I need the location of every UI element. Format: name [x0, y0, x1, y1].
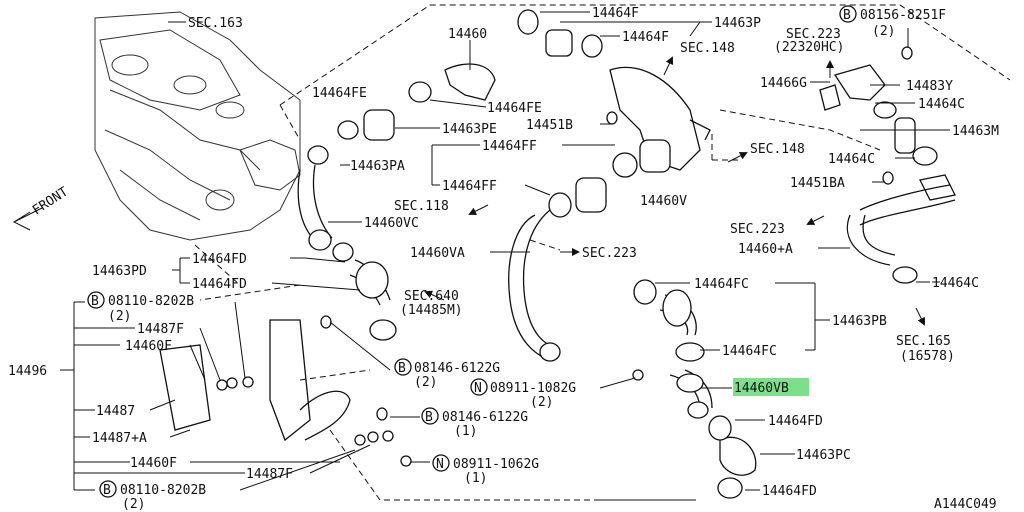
- label-14464FD-a[interactable]: 14464FD: [192, 252, 247, 267]
- label-nut-08911-b-qty: (1): [464, 471, 487, 486]
- assembly-outline: [194, 4, 1011, 501]
- label-14463PA[interactable]: 14463PA: [350, 159, 405, 174]
- label-14463PC[interactable]: 14463PC: [796, 448, 851, 463]
- label-14487F-a[interactable]: 14487F: [137, 322, 184, 337]
- part-labels: SEC.163 14460 14464F 14463P 14464F SEC.1…: [8, 6, 999, 512]
- label-14460F-b[interactable]: 14460F: [130, 456, 177, 471]
- direction-arrows: [12, 56, 940, 326]
- engine-block-drawing: [94, 11, 301, 241]
- pipe-drawings: [159, 66, 956, 476]
- label-nut-08911-a[interactable]: 08911-1082G: [490, 381, 576, 396]
- label-sec165-sub[interactable]: (16578): [900, 349, 955, 364]
- label-14464FF-b[interactable]: 14464FF: [442, 179, 497, 194]
- label-bolt-08146-b[interactable]: 08146-6122G: [442, 410, 528, 425]
- label-sec223-a[interactable]: SEC.223: [786, 27, 841, 42]
- circle-markers: B B B N B N B: [87, 5, 857, 498]
- label-14464F-mid[interactable]: 14464F: [622, 30, 669, 45]
- label-14460V[interactable]: 14460V: [640, 194, 687, 209]
- label-14464FD-d[interactable]: 14464FD: [762, 484, 817, 499]
- label-14460A[interactable]: 14460+A: [738, 242, 793, 257]
- label-sec223-a-sub[interactable]: (22320HC): [774, 40, 844, 55]
- label-bolt-08110-b-qty: (2): [122, 497, 145, 512]
- bolt-marker: B: [91, 294, 99, 309]
- label-bolt-08146-a[interactable]: 08146-6122G: [414, 361, 500, 376]
- label-14464FD-b[interactable]: 14464FD: [192, 277, 247, 292]
- bolt-marker: B: [398, 361, 406, 376]
- label-14463PB[interactable]: 14463PB: [832, 314, 887, 329]
- label-14487A[interactable]: 14487+A: [92, 431, 147, 446]
- label-14463M[interactable]: 14463M: [952, 124, 999, 139]
- label-14464F-top[interactable]: 14464F: [592, 6, 639, 21]
- bolt-marker: B: [843, 8, 851, 23]
- label-bolt-08110-b[interactable]: 08110-8202B: [120, 483, 206, 498]
- label-14464C-b[interactable]: 14464C: [828, 152, 875, 167]
- label-14464FE-b[interactable]: 14464FE: [487, 101, 542, 116]
- label-14483Y[interactable]: 14483Y: [906, 79, 953, 94]
- label-14460VA[interactable]: 14460VA: [410, 246, 465, 261]
- bolt-marker: B: [425, 410, 433, 425]
- label-sec223-b[interactable]: SEC.223: [730, 222, 785, 237]
- clamp-drawings: [216, 9, 938, 499]
- nut-marker: N: [474, 381, 482, 396]
- label-front: FRONT: [30, 184, 71, 218]
- label-sec640[interactable]: SEC.640: [404, 289, 459, 304]
- bolt-marker: B: [103, 483, 111, 498]
- label-14464FE-a[interactable]: 14464FE: [312, 86, 367, 101]
- label-14496[interactable]: 14496: [8, 364, 47, 379]
- label-nut-08911-a-qty: (2): [530, 395, 553, 410]
- label-14451B[interactable]: 14451B: [526, 118, 573, 133]
- label-sec223-c[interactable]: SEC.223: [582, 246, 637, 261]
- label-14460VC[interactable]: 14460VC: [364, 216, 419, 231]
- label-14464FF-a[interactable]: 14464FF: [482, 139, 537, 154]
- label-14460VB[interactable]: 14460VB: [734, 381, 789, 396]
- label-bolt-08156-qty: (2): [872, 24, 895, 39]
- label-sec148-b[interactable]: SEC.148: [750, 142, 805, 157]
- label-sec640-sub[interactable]: (14485M): [400, 303, 463, 318]
- label-14460F-a[interactable]: 14460F: [125, 339, 172, 354]
- label-sec165[interactable]: SEC.165: [896, 334, 951, 349]
- highlight-14460VB: [733, 378, 809, 396]
- label-14463PD[interactable]: 14463PD: [92, 264, 147, 279]
- label-14464FD-c[interactable]: 14464FD: [768, 414, 823, 429]
- label-14464FC-b[interactable]: 14464FC: [722, 344, 777, 359]
- label-14466G[interactable]: 14466G: [760, 76, 807, 91]
- label-14464C-c[interactable]: 14464C: [932, 276, 979, 291]
- label-14487[interactable]: 14487: [96, 404, 135, 419]
- label-nut-08911-b[interactable]: 08911-1062G: [453, 457, 539, 472]
- label-bolt-08110-a[interactable]: 08110-8202B: [108, 294, 194, 309]
- label-14464FC-a[interactable]: 14464FC: [694, 277, 749, 292]
- label-sec118[interactable]: SEC.118: [394, 199, 449, 214]
- label-sec163[interactable]: SEC.163: [188, 16, 243, 31]
- label-14463PE[interactable]: 14463PE: [442, 122, 497, 137]
- label-bolt-08110-a-qty: (2): [108, 309, 131, 324]
- diagram-code: A144C049: [934, 497, 997, 512]
- front-arrow-icon: [12, 207, 43, 231]
- label-14451BA[interactable]: 14451BA: [790, 176, 845, 191]
- nut-marker: N: [436, 457, 444, 472]
- label-bolt-08146-b-qty: (1): [454, 424, 477, 439]
- leader-lines: [60, 11, 950, 491]
- label-14464C-a[interactable]: 14464C: [918, 97, 965, 112]
- label-14460[interactable]: 14460: [448, 27, 487, 42]
- label-14487F-b[interactable]: 14487F: [246, 467, 293, 482]
- label-14463P[interactable]: 14463P: [714, 16, 761, 31]
- label-bolt-08146-a-qty: (2): [414, 375, 437, 390]
- label-bolt-08156[interactable]: 08156-8251F: [860, 8, 946, 23]
- label-sec148-a[interactable]: SEC.148: [680, 41, 735, 56]
